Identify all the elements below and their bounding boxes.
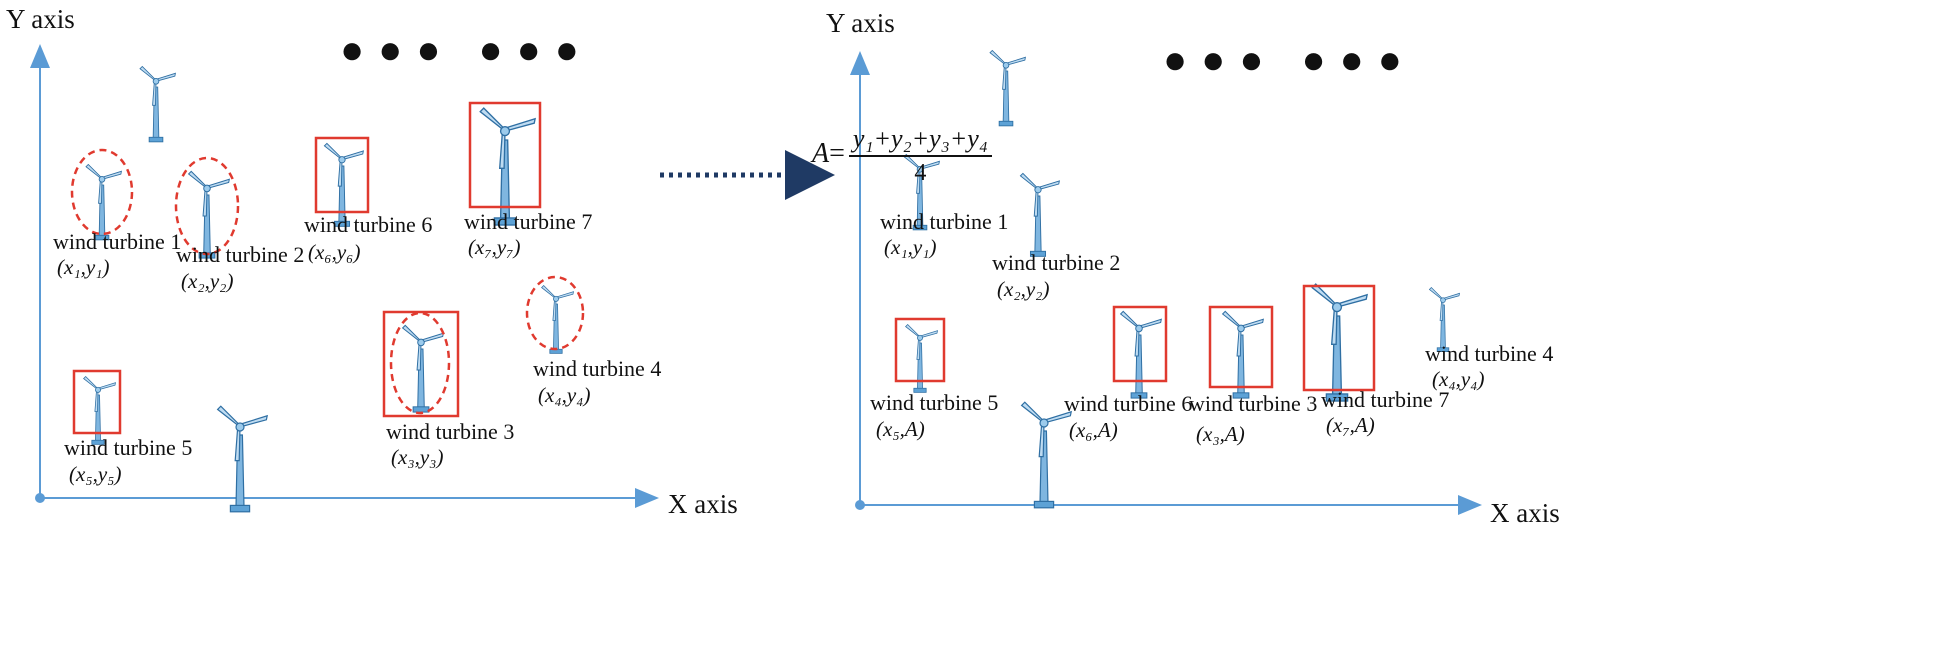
left-turbine-6-coord: (x₆,y₆) <box>308 240 361 264</box>
left-turbine-7-coord: (x₇,y₇) <box>468 235 521 259</box>
left-turbine-2-coord: (x₂,y₂) <box>181 269 234 293</box>
turbine-icon-right-6 <box>1120 310 1162 399</box>
right-turbine-7-label: wind turbine 7 <box>1321 387 1450 412</box>
right-turbine-1-coord: (x₁,y₁) <box>884 235 937 259</box>
formula-denominator: 4 <box>914 160 927 186</box>
right-y-axis-label: Y axis <box>826 8 895 38</box>
left-turbine-1-coord: (x₁,y₁) <box>57 255 110 279</box>
left-turbine-5-coord: (x₅,y₅) <box>69 462 122 486</box>
turbine-icon-right-7 <box>1311 283 1368 402</box>
formula-lhs: A <box>812 137 830 169</box>
left-highlights <box>70 101 585 435</box>
left-axes <box>30 44 659 508</box>
left-turbine-5-label: wind turbine 5 <box>64 435 193 460</box>
right-turbine-7-coord: (x₇,A) <box>1326 413 1375 437</box>
left-turbine-3-coord: (x₃,y₃) <box>391 445 444 469</box>
turbine-icon-right-3 <box>1222 310 1264 399</box>
right-turbines <box>903 49 1460 509</box>
right-x-axis-label: X axis <box>1490 498 1560 528</box>
right-turbine-6-coord: (x₆,A) <box>1069 418 1118 442</box>
left-ellipsis: ●●● ●●● <box>340 27 593 72</box>
left-turbine-7-label: wind turbine 7 <box>464 209 593 234</box>
ellipse-turbine-2 <box>174 156 240 256</box>
box-turbine-3 <box>382 310 460 418</box>
right-turbine-3-coord: (x₃,A) <box>1196 422 1245 446</box>
right-highlights <box>894 284 1376 392</box>
formula-numerator: y₁+y₂+y₃+y₄ <box>848 126 992 157</box>
right-turbine-2-coord: (x₂,y₂) <box>997 277 1050 301</box>
turbine-icon-left-top <box>139 65 176 143</box>
ellipse-turbine-4 <box>525 275 585 351</box>
right-axes <box>850 51 1482 515</box>
right-turbine-5-label: wind turbine 5 <box>870 390 999 415</box>
box-right-turbine-6 <box>1112 305 1168 383</box>
turbine-icon-left-3 <box>402 324 444 413</box>
right-turbine-6-label: wind turbine 6 <box>1064 391 1193 416</box>
left-x-axis-label: X axis <box>668 489 738 519</box>
ellipse-turbine-1 <box>70 148 134 236</box>
left-turbine-1-label: wind turbine 1 <box>53 229 182 254</box>
right-turbine-2-label: wind turbine 2 <box>992 250 1121 275</box>
turbine-icon-right-bottom <box>1020 401 1072 509</box>
right-origin <box>855 500 865 510</box>
left-origin <box>35 493 45 503</box>
turbine-icon-right-2 <box>1019 172 1060 257</box>
turbine-icon-left-bottom <box>216 405 268 513</box>
left-turbine-3-label: wind turbine 3 <box>386 419 515 444</box>
right-turbine-1-label: wind turbine 1 <box>880 209 1009 234</box>
right-turbine-4-coord: (x₄,y₄) <box>1432 367 1485 391</box>
left-y-axis-label: Y axis <box>6 4 75 34</box>
box-right-turbine-7 <box>1302 284 1376 392</box>
left-turbine-6-label: wind turbine 6 <box>304 212 433 237</box>
box-right-turbine-3 <box>1208 305 1274 389</box>
left-turbine-2-label: wind turbine 2 <box>176 242 305 267</box>
turbine-icon-left-4 <box>541 285 574 354</box>
formula-fraction: y₁+y₂+y₃+y₄ 4 <box>848 126 992 186</box>
left-turbine-4-coord: (x₄,y₄) <box>538 383 591 407</box>
turbine-icon-right-top <box>989 49 1026 127</box>
right-turbine-4-label: wind turbine 4 <box>1425 341 1554 366</box>
box-turbine-5 <box>72 369 122 435</box>
right-ellipsis: ●●● ●●● <box>1163 37 1416 82</box>
right-turbine-5-coord: (x₅,A) <box>876 417 925 441</box>
right-turbine-3-label: wind turbine 3 <box>1189 391 1318 416</box>
ellipse-turbine-3 <box>389 311 451 415</box>
box-turbine-7 <box>468 101 542 209</box>
box-turbine-6 <box>314 136 370 214</box>
left-turbine-4-label: wind turbine 4 <box>533 356 662 381</box>
box-right-turbine-5 <box>894 317 946 383</box>
